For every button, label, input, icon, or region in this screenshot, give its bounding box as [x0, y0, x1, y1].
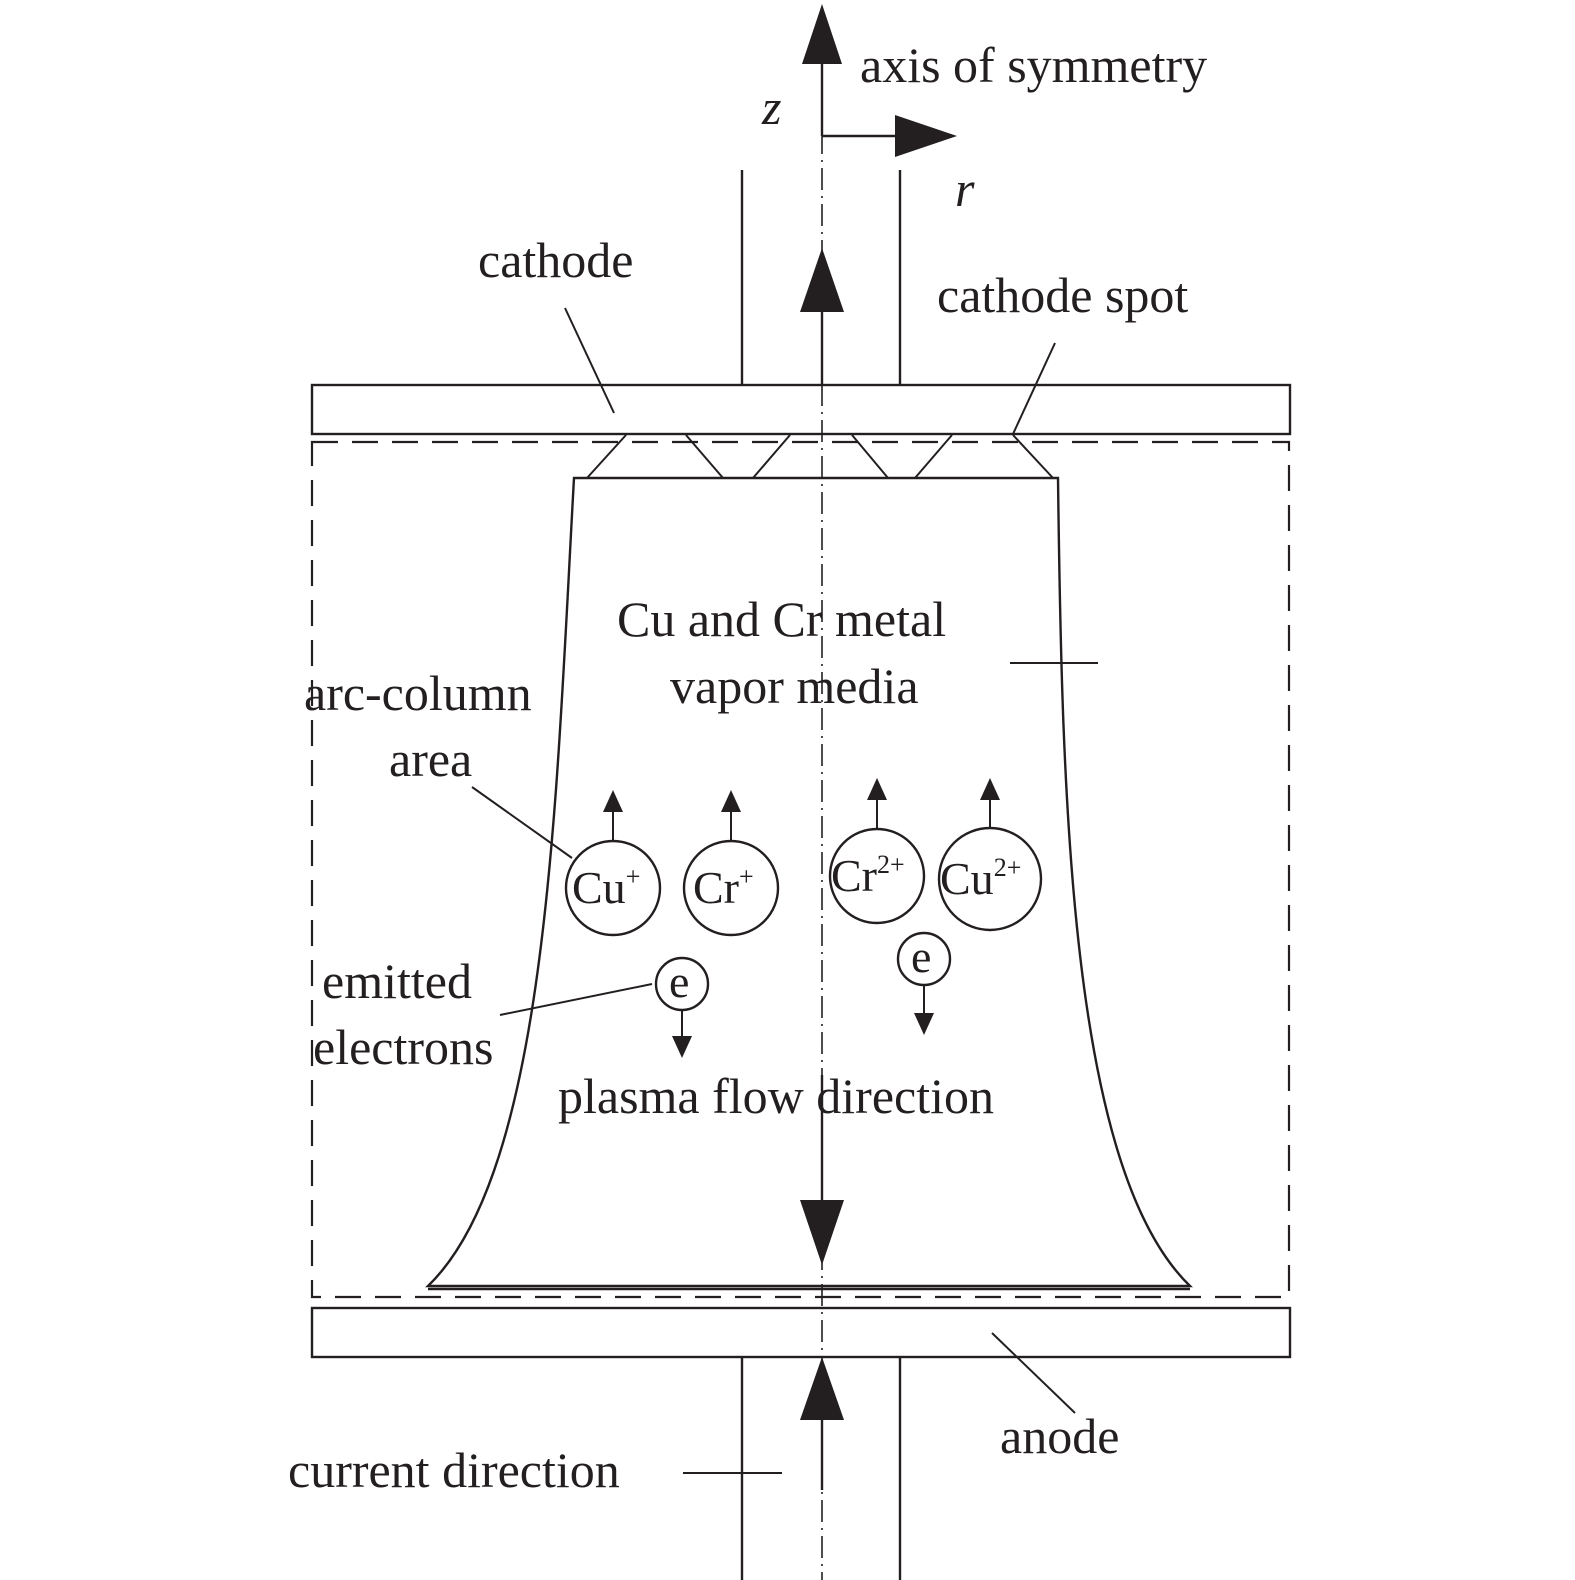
current-direction-arrow — [800, 1357, 844, 1490]
r-axis-arrow — [822, 115, 957, 157]
cu-plus-ion: Cu+ — [564, 790, 662, 937]
arc-column-label-line1: arc-column — [304, 665, 532, 721]
z-axis-label: z — [761, 79, 781, 135]
cr-plus-ion: Cr+ — [682, 790, 780, 937]
cathode-spot-label: cathode spot — [937, 267, 1188, 323]
current-direction-label: current direction — [288, 1442, 620, 1498]
emitted-electrons-label-line2: electrons — [313, 1019, 493, 1075]
cu-plus-symbol: Cu — [572, 862, 626, 913]
vapor-media-label-line2: vapor media — [670, 658, 919, 714]
emitted-electrons-label-line1: emitted — [322, 953, 472, 1009]
plasma-flow-arrow — [800, 1075, 844, 1265]
cu-2plus-symbol: Cu — [940, 853, 994, 904]
arc-column-leader-line — [471, 786, 573, 859]
cu-plus-charge: + — [626, 862, 641, 891]
cr-2plus-charge: 2+ — [877, 850, 905, 879]
emitted-electrons-leader-line — [499, 983, 653, 1016]
axis-of-symmetry-label: axis of symmetry — [860, 37, 1207, 93]
cr-plus-charge: + — [739, 862, 754, 891]
upper-current-arrow — [800, 248, 844, 385]
svg-text:Cr2+: Cr2+ — [831, 850, 905, 901]
cu-2plus-ion: Cu2+ — [937, 778, 1043, 932]
z-axis-arrow — [802, 4, 842, 136]
arc-column-plasma — [425, 476, 1193, 1288]
cu-2plus-charge: 2+ — [994, 853, 1022, 882]
anode-leader-line — [991, 1332, 1076, 1414]
cathode-spot-leader-line — [1012, 342, 1056, 435]
electron-right-symbol: e — [911, 931, 931, 982]
cathode-leader-line — [564, 307, 615, 414]
anode-rod — [740, 1357, 902, 1580]
arc-column-label-line2: area — [389, 731, 472, 787]
electron-left-symbol: e — [669, 956, 689, 1007]
svg-text:Cu+: Cu+ — [572, 862, 640, 913]
electron-right: e — [896, 931, 952, 1035]
vapor-media-label-line1: Cu and Cr metal — [617, 591, 946, 647]
electron-left: e — [654, 956, 710, 1058]
cr-plus-symbol: Cr — [693, 862, 739, 913]
svg-text:Cr+: Cr+ — [693, 862, 754, 913]
arc-column-boundary — [310, 440, 1291, 1299]
cathode-spots — [586, 434, 1054, 479]
cr-2plus-symbol: Cr — [831, 850, 877, 901]
plasma-flow-label: plasma flow direction — [558, 1068, 994, 1124]
anode-label: anode — [1000, 1408, 1119, 1464]
cathode-label: cathode — [478, 232, 633, 288]
cathode-plate — [310, 383, 1292, 436]
cathode-rod — [740, 170, 902, 385]
anode-plate — [310, 1306, 1292, 1359]
cr-2plus-ion: Cr2+ — [828, 778, 926, 925]
svg-text:Cu2+: Cu2+ — [940, 853, 1021, 904]
r-axis-label: r — [955, 161, 975, 217]
